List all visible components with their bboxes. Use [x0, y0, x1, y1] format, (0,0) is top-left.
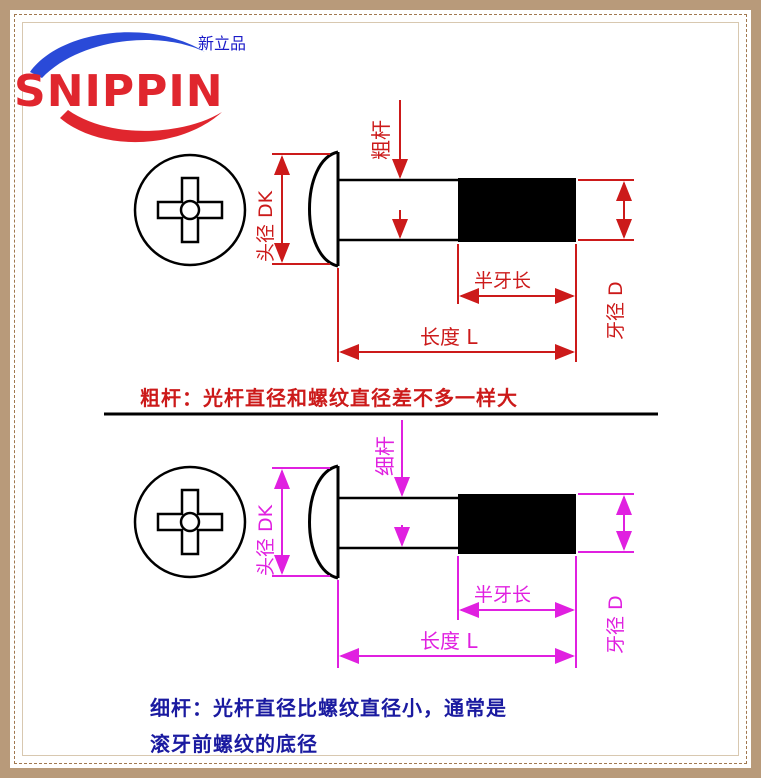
top-head-dia-label: 头径 DK	[255, 190, 277, 262]
bottom-dimensions	[272, 420, 634, 668]
top-screw-side	[308, 150, 576, 268]
frame-dashed-border	[14, 14, 747, 764]
top-caption: 粗杆：光杆直径和螺纹直径差不多一样大	[140, 386, 518, 410]
bottom-thread-dia-label: 牙径 D	[605, 595, 627, 654]
bottom-half-thread-label: 半牙长	[474, 584, 531, 606]
bottom-caption-line2: 滚牙前螺纹的底径	[150, 732, 318, 756]
top-length-label: 长度 L	[420, 325, 478, 349]
bottom-head-view	[133, 465, 247, 579]
logo-blue-swoosh	[30, 32, 205, 78]
bottom-caption-line1: 细杆：光杆直径比螺纹直径小，通常是	[150, 696, 507, 720]
top-thread-dia-label: 牙径 D	[605, 281, 627, 340]
logo-red-swoosh	[60, 110, 222, 143]
top-thread-section	[458, 178, 576, 242]
top-dimensions	[272, 100, 634, 362]
frame-inner-border	[22, 22, 739, 756]
bottom-screw-diagram: 细杆 头径 DK 牙径 D 半牙长 长度 L	[133, 420, 634, 668]
bottom-head-dia-label: 头径 DK	[255, 504, 277, 576]
top-head-view	[133, 153, 247, 267]
top-half-thread-label: 半牙长	[474, 270, 531, 292]
bottom-thread-section	[458, 494, 576, 554]
top-shank-label: 粗杆	[369, 120, 393, 160]
bottom-length-label: 长度 L	[420, 629, 478, 653]
logo-brand-cn: 新立品	[198, 34, 247, 53]
bottom-shank-label: 细杆	[373, 436, 397, 476]
bottom-screw-side	[308, 464, 576, 580]
logo-brand-text: SNIPPIN	[14, 66, 224, 117]
brand-logo: SNIPPIN	[14, 32, 224, 143]
top-screw-diagram: 粗杆 头径 DK 牙径 D 半牙长 长度 L	[133, 100, 634, 362]
